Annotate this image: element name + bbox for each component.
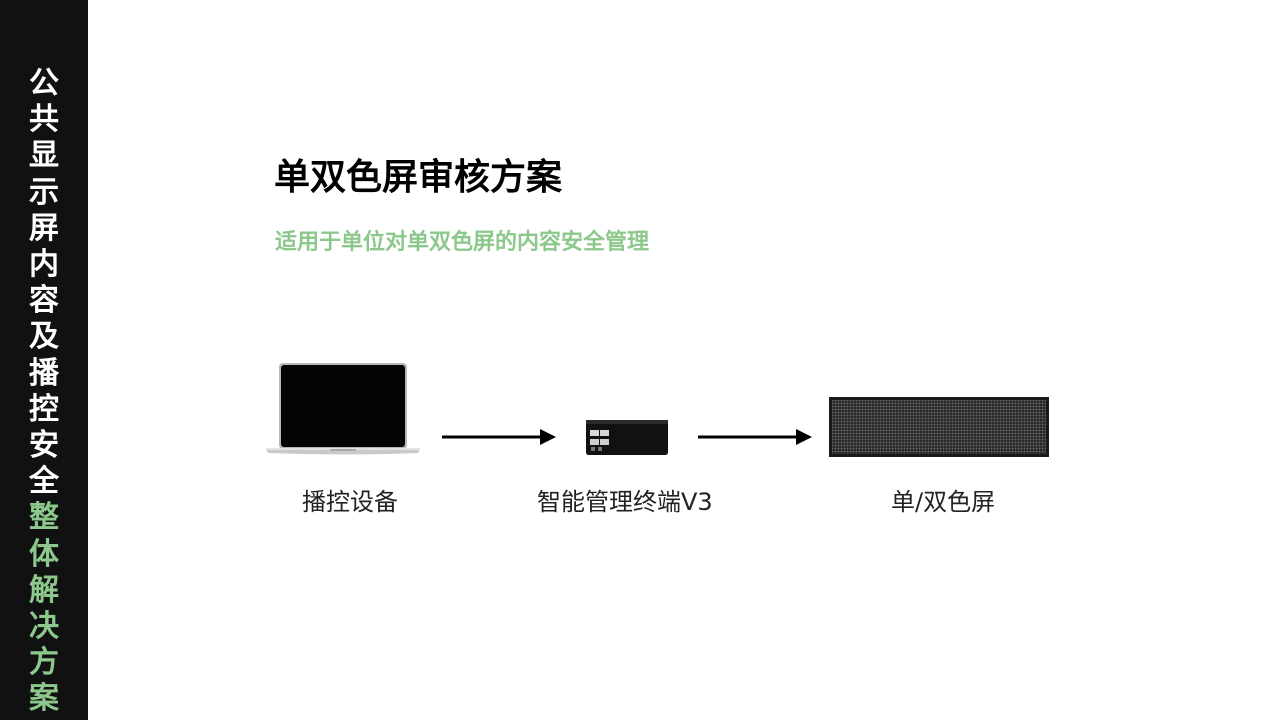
vertical-title-char: 解 xyxy=(29,572,59,608)
node-label-playback-device: 播控设备 xyxy=(302,488,398,516)
vertical-title-char: 体 xyxy=(29,536,59,572)
vertical-title-char: 决 xyxy=(29,609,59,645)
vertical-title-char: 全 xyxy=(29,464,59,500)
vertical-title-char: 内 xyxy=(29,247,59,283)
vertical-title-char: 屏 xyxy=(29,210,59,246)
vertical-title-char: 共 xyxy=(29,102,59,138)
vertical-title-char: 播 xyxy=(29,355,59,391)
sidebar: 公 共 显 示 屏 内 容 及 播 控 安 全 整 体 解 决 方 案 xyxy=(0,0,88,720)
vertical-title-char: 控 xyxy=(29,391,59,427)
vertical-title-char: 及 xyxy=(29,319,59,355)
vertical-title-char: 显 xyxy=(29,138,59,174)
vertical-title-char: 示 xyxy=(29,174,59,210)
vertical-title-char: 方 xyxy=(29,645,59,681)
vertical-title: 公 共 显 示 屏 内 容 及 播 控 安 全 整 体 解 决 方 案 xyxy=(26,66,62,718)
vertical-title-char: 容 xyxy=(29,283,59,319)
arrow-right-icon xyxy=(698,429,812,445)
page-subtitle: 适用于单位对单双色屏的内容安全管理 xyxy=(275,230,650,255)
arrow-right-icon xyxy=(442,429,556,445)
vertical-title-char: 安 xyxy=(29,428,59,464)
terminal-box-icon xyxy=(586,420,668,455)
led-screen-icon xyxy=(829,397,1049,457)
node-label-smart-terminal: 智能管理终端V3 xyxy=(537,488,713,516)
node-label-led-screen: 单/双色屏 xyxy=(891,488,996,516)
laptop-icon xyxy=(266,363,420,455)
vertical-title-char: 公 xyxy=(29,66,59,101)
page-title: 单双色屏审核方案 xyxy=(274,157,563,198)
vertical-title-char: 整 xyxy=(29,500,59,536)
vertical-title-char: 案 xyxy=(29,681,59,717)
